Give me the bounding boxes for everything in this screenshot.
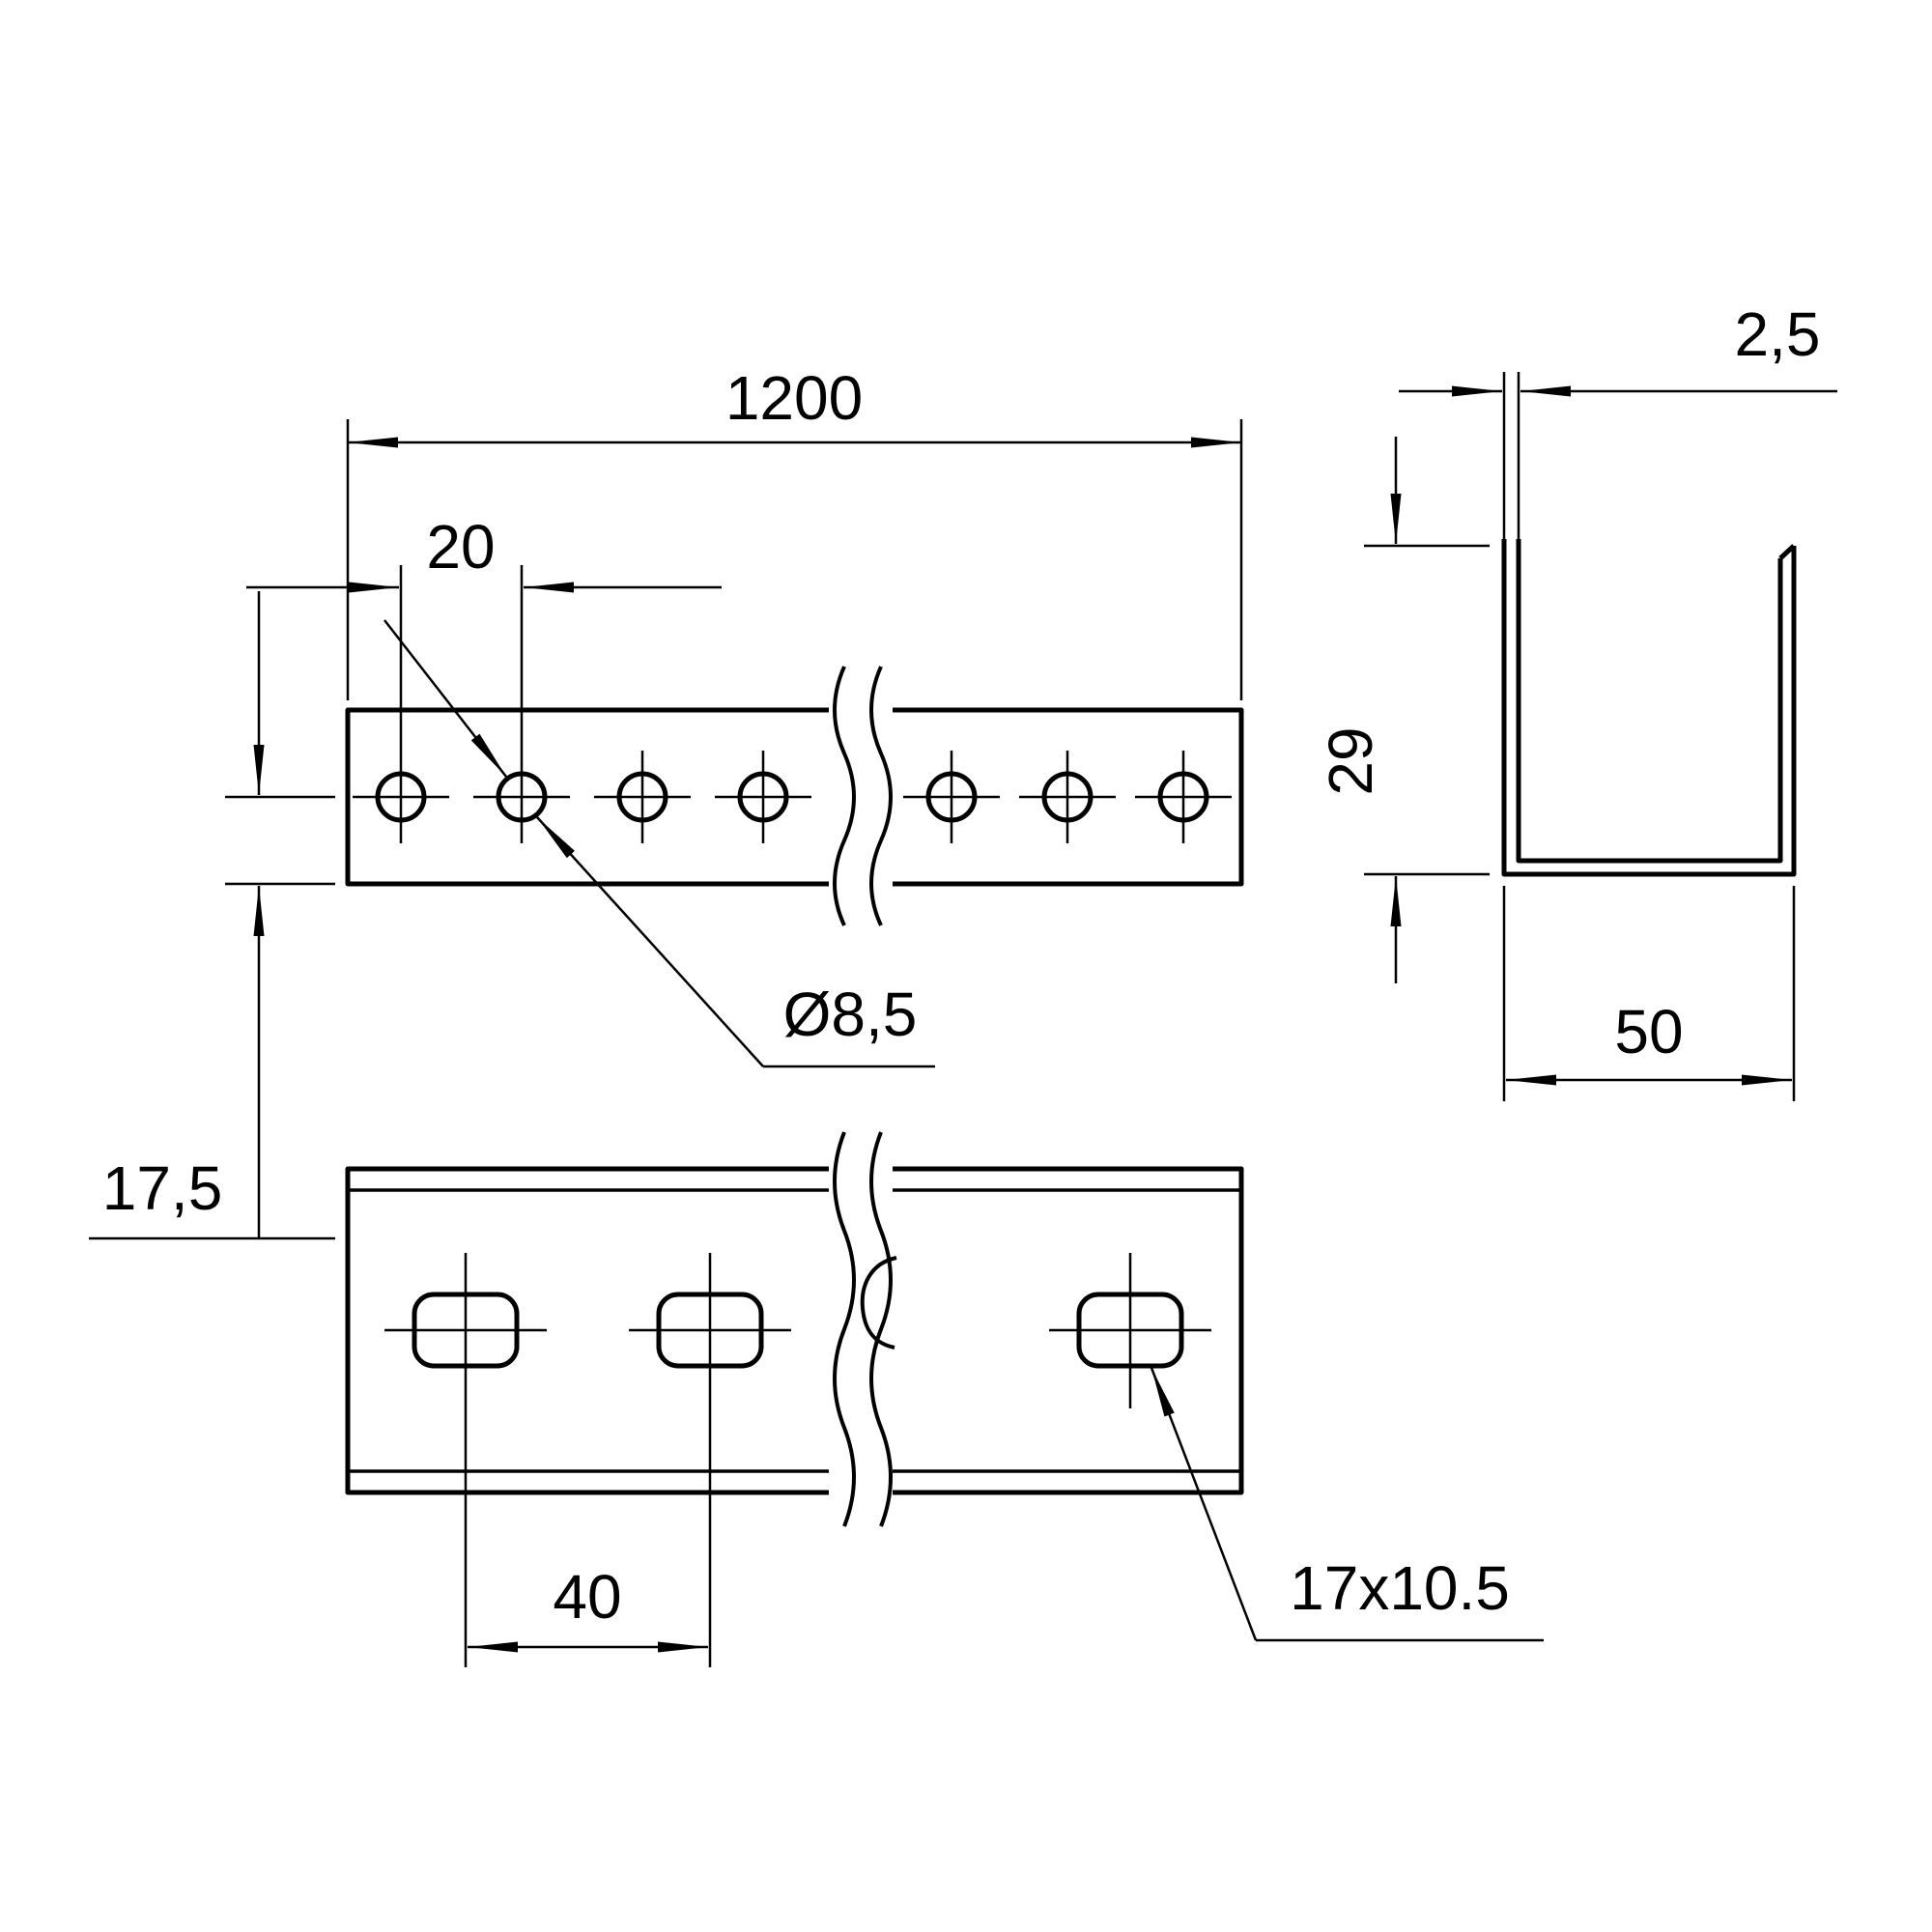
- dim-slot-size-label: 17x10.5: [1290, 1553, 1510, 1623]
- dim-slot-size: 17x10.5: [1150, 1367, 1544, 1642]
- dim-slot-pitch-label: 40: [553, 1562, 621, 1632]
- dim-hole-diameter: Ø8,5: [384, 619, 935, 1068]
- dim-center-to-edge-label: 17,5: [102, 1153, 223, 1223]
- break-line: [869, 1131, 893, 1527]
- leader-line: [536, 816, 764, 1067]
- section-view: 2,5 29 50: [1316, 299, 1837, 1101]
- break-line: [869, 666, 893, 926]
- break-line: [833, 1131, 856, 1527]
- dim-hole-pitch: 20: [246, 512, 722, 593]
- leader-line: [384, 619, 507, 778]
- dim-overall-length-label: 1200: [725, 363, 863, 433]
- dim-hole-pitch-label: 20: [426, 512, 495, 582]
- profile-edge-cap: [1778, 544, 1796, 560]
- dim-slot-pitch: 40: [468, 1562, 708, 1653]
- partial-slot: [860, 1256, 897, 1350]
- dim-overall-length: 1200: [346, 363, 1243, 700]
- side-view: 1200 20 17,5 Ø8,5: [89, 363, 1244, 1240]
- dim-wall-thickness-label: 2,5: [1735, 299, 1821, 369]
- dim-profile-height-label: 29: [1316, 726, 1385, 795]
- rail-outline: [345, 707, 1244, 887]
- dim-wall-thickness: 2,5: [1399, 299, 1837, 397]
- profile-inner-contour: [1516, 539, 1783, 864]
- leader-line: [1150, 1367, 1258, 1641]
- dim-center-to-edge: 17,5: [89, 591, 335, 1240]
- rail-outline: [345, 1166, 1244, 1495]
- break-line: [833, 666, 856, 926]
- profile-outer-contour: [1501, 539, 1797, 877]
- dim-hole-diameter-label: Ø8,5: [783, 980, 918, 1049]
- dim-profile-width-label: 50: [1614, 997, 1683, 1066]
- dim-profile-height: 29: [1316, 437, 1490, 983]
- top-view: 40 17x10.5: [345, 1131, 1544, 1667]
- dim-profile-width: 50: [1502, 886, 1796, 1101]
